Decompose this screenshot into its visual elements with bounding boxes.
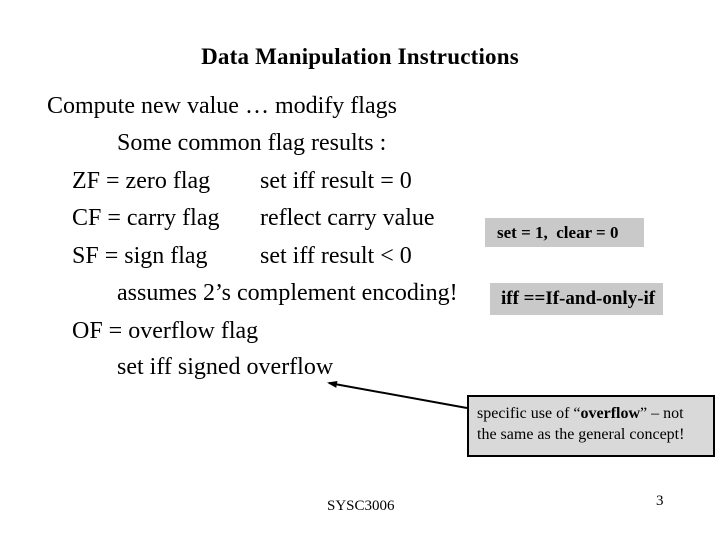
flag-label-sf: SF = sign flag: [72, 243, 208, 269]
body-line-compute: Compute new value … modify flags: [47, 93, 397, 119]
footer-course-code: SYSC3006: [327, 498, 395, 514]
note-line1-prefix: specific use of “: [477, 405, 581, 422]
callout-set-clear: set = 1, clear = 0: [485, 218, 644, 247]
flag-row-sf: SF = sign flag set iff result < 0: [72, 242, 720, 271]
body-line-assumes: assumes 2’s complement encoding!: [117, 280, 458, 306]
overflow-connector-arrow-icon: [327, 380, 468, 409]
flag-row-zf: ZF = zero flag set iff result = 0: [72, 167, 720, 196]
callout-iff: iff ==If-and-only-if: [490, 283, 663, 315]
slide-title: Data Manipulation Instructions: [201, 44, 519, 69]
flag-label-zf: ZF = zero flag: [72, 168, 211, 194]
flag-desc-zf: set iff result = 0: [260, 168, 412, 194]
note-line-2: the same as the general concept!: [477, 426, 685, 443]
callout-iff-label: iff ==If-and-only-if: [501, 288, 656, 309]
flag-label-of: OF = overflow flag: [72, 318, 259, 344]
body-line-common-results: Some common flag results :: [117, 130, 387, 156]
flag-row-cf: CF = carry flag reflect carry value: [72, 204, 720, 233]
overflow-note-box: specific use of “overflow” – not the sam…: [467, 395, 715, 457]
note-line1-bold: overflow: [580, 405, 641, 422]
flag-label-cf: CF = carry flag: [72, 205, 220, 231]
note-line1-suffix: ” – not: [640, 405, 684, 422]
flag-desc-sf: set iff result < 0: [260, 243, 412, 269]
flag-desc-cf: reflect carry value: [260, 205, 435, 231]
callout-set-clear-label: set = 1, clear = 0: [497, 222, 619, 242]
body-line-of-detail: set iff signed overflow: [117, 354, 334, 380]
footer-page-number: 3: [656, 493, 664, 509]
note-line-1: specific use of “overflow” – not: [477, 403, 705, 424]
